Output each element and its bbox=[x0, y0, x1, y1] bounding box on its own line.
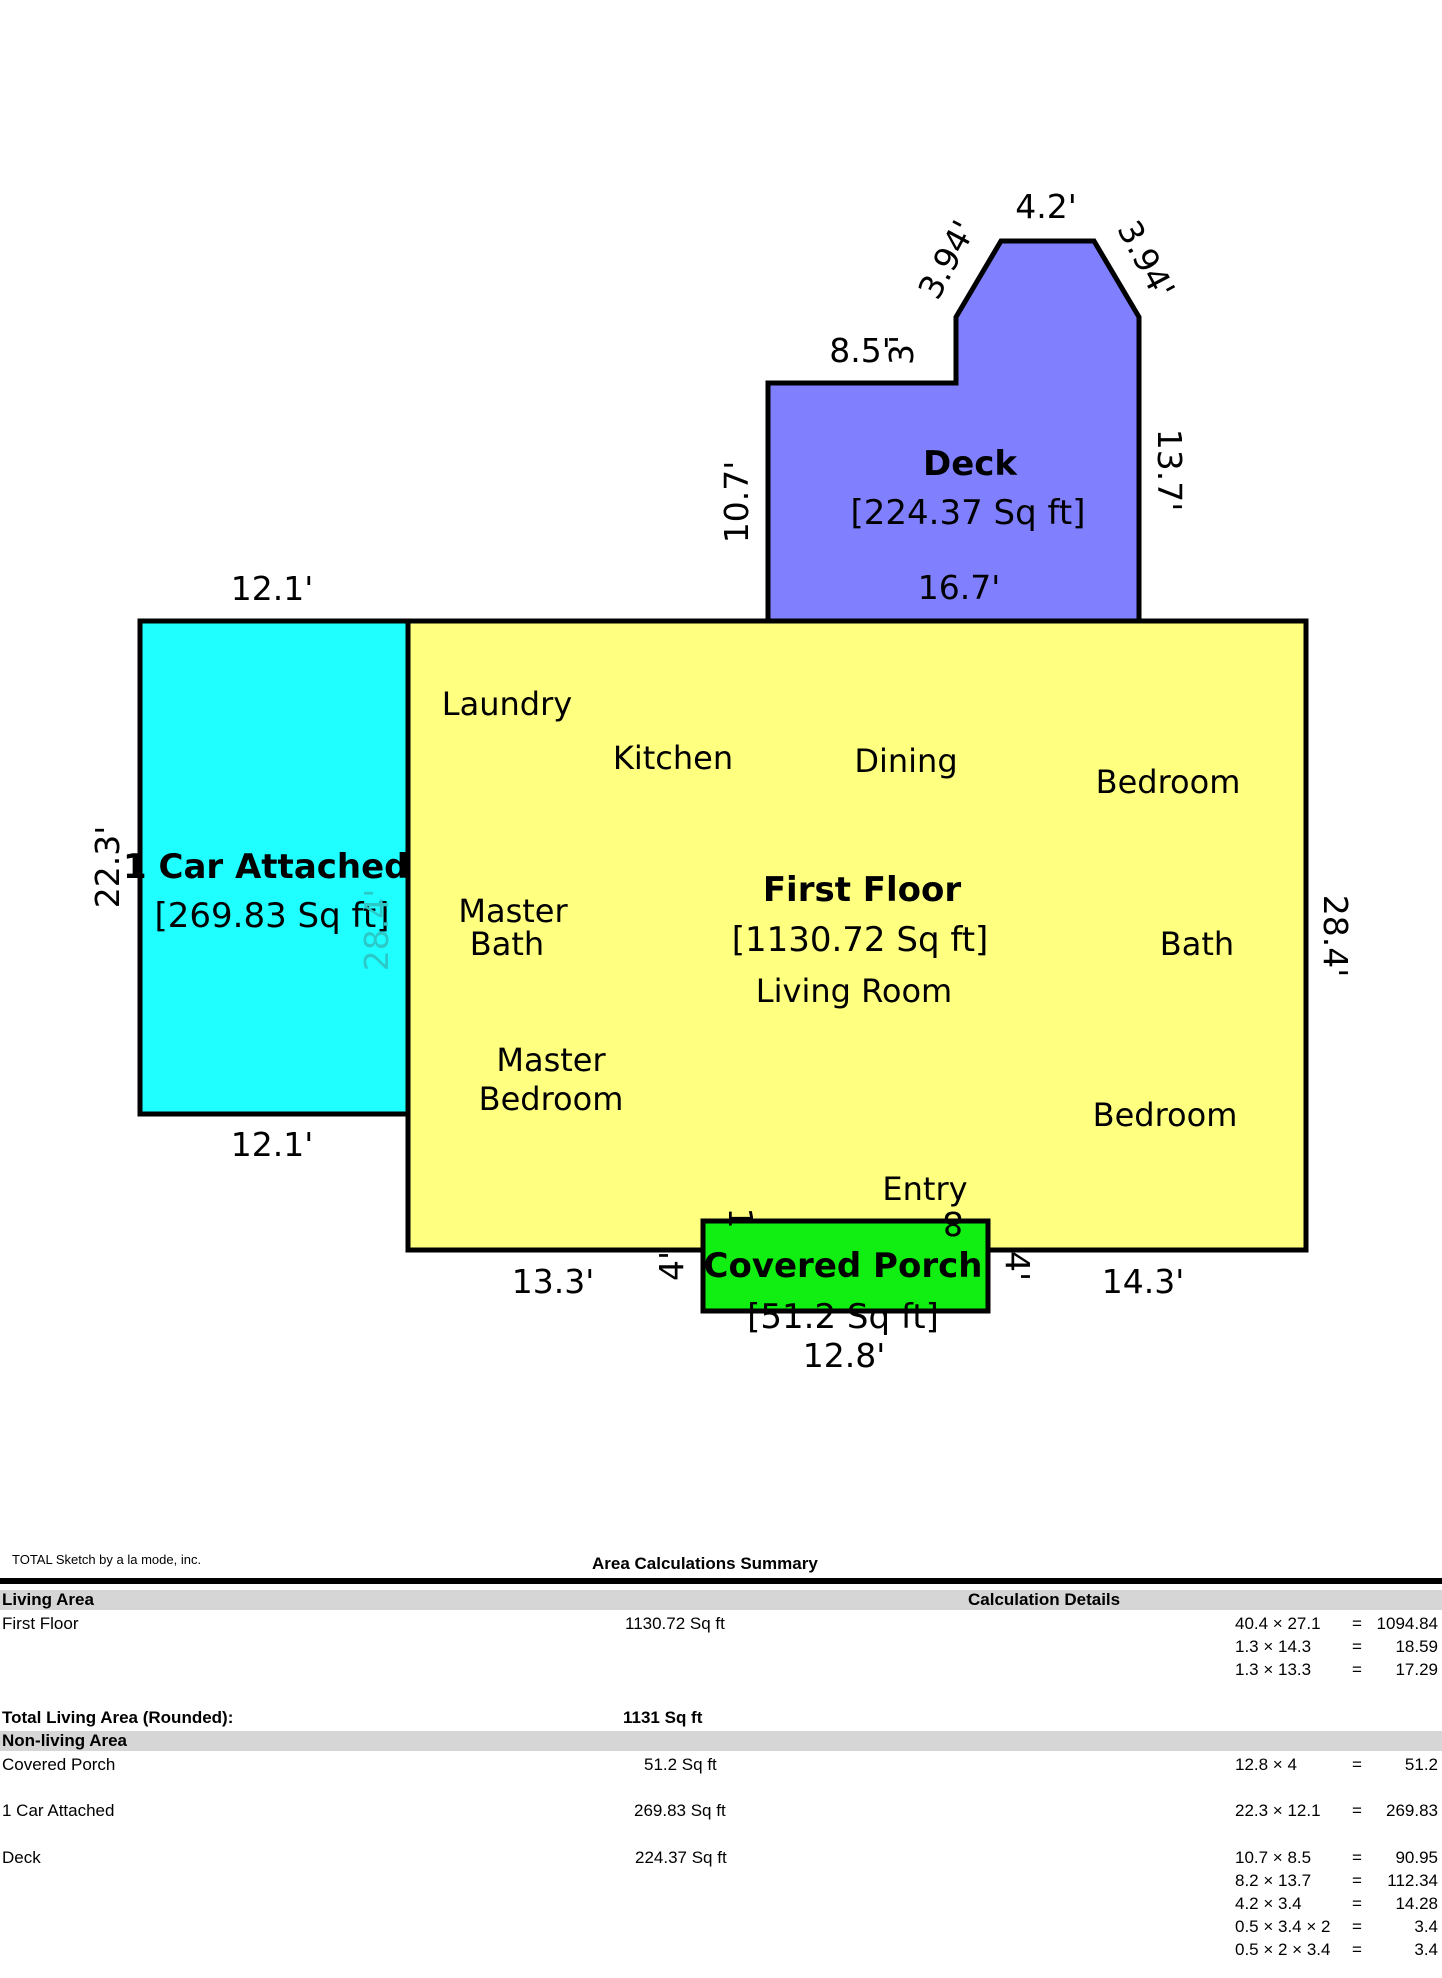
dim-porch-bottom: 12.8' bbox=[803, 1336, 886, 1375]
calc-value: 14.28 bbox=[1395, 1894, 1438, 1913]
calc-value: 17.29 bbox=[1395, 1660, 1438, 1679]
calc-expression: 22.3 × 12.1 bbox=[1235, 1801, 1321, 1820]
calc-equals: = bbox=[1352, 1614, 1362, 1633]
dim-deck-top: 4.2' bbox=[1015, 187, 1077, 226]
non-living-area-header: Non-living Area bbox=[2, 1731, 127, 1750]
calc-value: 269.83 bbox=[1386, 1801, 1438, 1820]
summary-title: Area Calculations Summary bbox=[592, 1554, 818, 1573]
first-floor-name: First Floor bbox=[763, 870, 962, 910]
room-bedroom: Bedroom bbox=[1096, 763, 1241, 801]
calc-value: 1094.84 bbox=[1376, 1614, 1438, 1633]
dim-garage-top: 12.1' bbox=[231, 569, 314, 608]
calc-equals: = bbox=[1352, 1755, 1362, 1774]
area-calculations-summary: TOTAL Sketch by a la mode, inc. Area Cal… bbox=[0, 1548, 1442, 1978]
room-living-room: Living Room bbox=[756, 972, 952, 1010]
summary-divider bbox=[0, 1578, 1442, 1584]
dim-porch-inner-left: 1 bbox=[721, 1208, 760, 1229]
room-bedroom-2: Bedroom bbox=[1093, 1096, 1238, 1134]
room-bath: Bath bbox=[1160, 925, 1234, 963]
deck-area-value: [224.37 Sq ft] bbox=[851, 493, 1086, 533]
calc-equals: = bbox=[1352, 1871, 1362, 1890]
calc-equals: = bbox=[1352, 1848, 1362, 1867]
dim-porch-inner-top: 8 bbox=[943, 1204, 964, 1243]
calc-value: 18.59 bbox=[1395, 1637, 1438, 1656]
room-master-bath-line1: Master bbox=[458, 892, 568, 930]
covered-porch-area: 51.2 Sq ft bbox=[644, 1755, 717, 1774]
deck-area bbox=[765, 238, 1142, 625]
dim-porch-right: 4' bbox=[998, 1251, 1037, 1281]
dim-garage-inner: 28.4' bbox=[357, 889, 396, 972]
covered-porch-area bbox=[700, 1218, 991, 1314]
covered-porch-label: Covered Porch bbox=[2, 1755, 116, 1774]
calc-value: 3.4 bbox=[1414, 1940, 1438, 1959]
calc-equals: = bbox=[1352, 1801, 1362, 1820]
calc-value: 112.34 bbox=[1387, 1871, 1438, 1890]
first-floor-area: 1130.72 Sq ft bbox=[625, 1614, 725, 1633]
garage-label: 1 Car Attached bbox=[2, 1801, 115, 1820]
dim-floor-bottom-right: 14.3' bbox=[1102, 1262, 1185, 1301]
calc-expression: 40.4 × 27.1 bbox=[1235, 1614, 1321, 1633]
calc-expression: 12.8 × 4 bbox=[1235, 1755, 1297, 1774]
dim-floor-right: 28.4' bbox=[1316, 895, 1355, 978]
calculation-details-header: Calculation Details bbox=[968, 1590, 1121, 1609]
room-entry: Entry bbox=[882, 1170, 967, 1208]
calc-equals: = bbox=[1352, 1637, 1362, 1656]
calc-expression: 4.2 × 3.4 bbox=[1235, 1894, 1302, 1913]
deck-label: Deck bbox=[2, 1848, 41, 1867]
first-floor-label: First Floor bbox=[2, 1614, 79, 1633]
non-living-area-band bbox=[0, 1731, 1442, 1751]
dim-garage-left: 22.3' bbox=[88, 826, 127, 909]
dim-floor-bottom-left: 13.3' bbox=[512, 1262, 595, 1301]
garage-area-value: [269.83 Sq ft] bbox=[155, 896, 390, 936]
brand-label: TOTAL Sketch by a la mode, inc. bbox=[12, 1552, 202, 1567]
calc-value: 3.4 bbox=[1414, 1917, 1438, 1936]
calc-expression: 10.7 × 8.5 bbox=[1235, 1848, 1312, 1867]
dim-deck-step-v: 3' bbox=[882, 335, 921, 365]
room-master-bath-line2: Bath bbox=[470, 925, 544, 963]
porch-name: Covered Porch bbox=[704, 1246, 983, 1286]
calc-equals: = bbox=[1352, 1917, 1362, 1936]
deck-area: 224.37 Sq ft bbox=[635, 1848, 727, 1867]
dim-garage-bottom: 12.1' bbox=[231, 1125, 314, 1164]
deck-name: Deck bbox=[923, 444, 1018, 484]
floor-plan-sketch: Deck [224.37 Sq ft] 1 Car Attached [269.… bbox=[88, 187, 1355, 1375]
first-floor-area bbox=[405, 618, 1309, 1253]
garage-area bbox=[137, 618, 411, 1117]
calc-equals: = bbox=[1352, 1894, 1362, 1913]
garage-area: 269.83 Sq ft bbox=[634, 1801, 726, 1820]
calc-equals: = bbox=[1352, 1940, 1362, 1959]
total-living-area-value: 1131 Sq ft bbox=[623, 1708, 703, 1727]
porch-area-value: [51.2 Sq ft] bbox=[747, 1297, 939, 1337]
room-dining: Dining bbox=[854, 742, 957, 780]
room-master-bedroom-line2: Bedroom bbox=[479, 1080, 624, 1118]
first-floor-area-value: [1130.72 Sq ft] bbox=[732, 920, 989, 960]
dim-deck-left: 10.7' bbox=[717, 461, 756, 544]
dim-porch-left: 4' bbox=[652, 1251, 691, 1281]
calc-expression: 1.3 × 14.3 bbox=[1235, 1637, 1312, 1656]
total-living-area-label: Total Living Area (Rounded): bbox=[2, 1708, 234, 1727]
garage-name: 1 Car Attached bbox=[123, 847, 409, 887]
calc-expression: 1.3 × 13.3 bbox=[1235, 1660, 1312, 1679]
calc-expression: 0.5 × 2 × 3.4 bbox=[1235, 1940, 1331, 1959]
dim-deck-bottom: 16.7' bbox=[918, 568, 1001, 607]
room-kitchen: Kitchen bbox=[613, 739, 733, 777]
room-laundry: Laundry bbox=[442, 685, 572, 723]
calc-expression: 0.5 × 3.4 × 2 bbox=[1235, 1917, 1331, 1936]
calc-value: 51.2 bbox=[1404, 1755, 1438, 1774]
calc-equals: = bbox=[1352, 1660, 1362, 1679]
calc-expression: 8.2 × 13.7 bbox=[1235, 1871, 1312, 1890]
dim-deck-right: 13.7' bbox=[1150, 429, 1189, 512]
living-area-header: Living Area bbox=[2, 1590, 94, 1609]
living-area-band bbox=[0, 1590, 1442, 1610]
room-master-bedroom-line1: Master bbox=[496, 1041, 606, 1079]
dim-deck-step-h: 8.5' bbox=[829, 331, 891, 370]
calc-value: 90.95 bbox=[1395, 1848, 1438, 1867]
